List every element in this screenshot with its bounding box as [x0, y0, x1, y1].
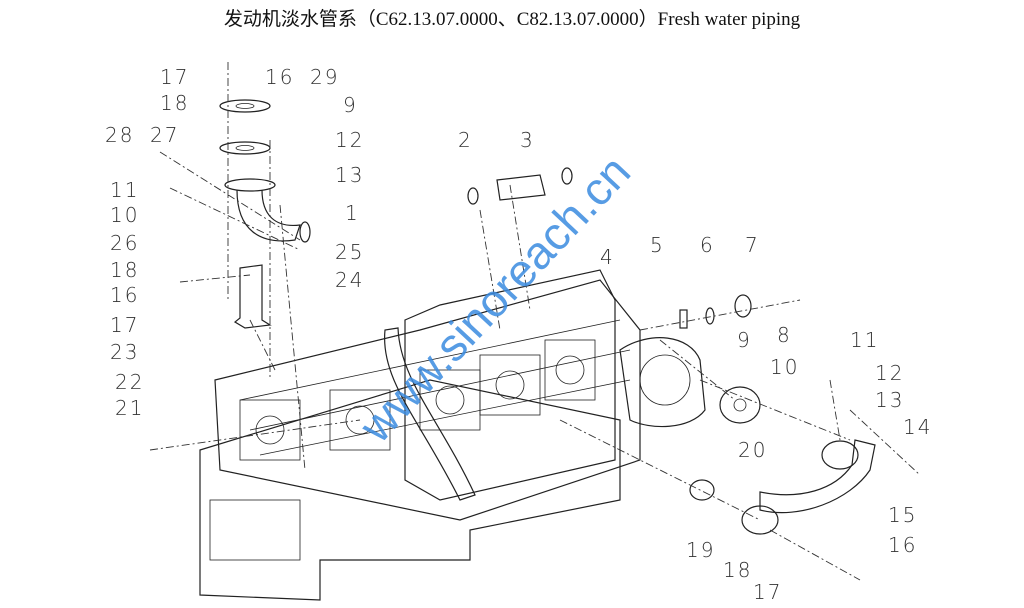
part-label: 9 — [737, 328, 752, 352]
part-label: 26 — [110, 231, 139, 255]
part-label: 22 — [115, 370, 144, 394]
pipe-parts — [219, 99, 876, 535]
center-lines — [149, 62, 921, 581]
part-label: 1 — [345, 201, 360, 225]
part-label: 18 — [110, 258, 139, 282]
part-label: 16 — [110, 283, 139, 307]
part-label: 14 — [903, 415, 932, 439]
part-label: 17 — [110, 313, 139, 337]
part-label: 16 — [888, 533, 917, 557]
part-label: 3 — [520, 128, 535, 152]
part-label: 6 — [700, 233, 715, 257]
part-label: 27 — [150, 123, 179, 147]
engine-block — [199, 269, 706, 601]
part-label: 28 — [105, 123, 134, 147]
part-label: 16 — [265, 65, 294, 89]
part-label: 21 — [115, 396, 144, 420]
part-label: 4 — [600, 245, 615, 269]
diagram-title: 发动机淡水管系（C62.13.07.0000、C82.13.07.0000）Fr… — [223, 9, 801, 30]
part-label: 12 — [875, 361, 904, 385]
part-label: 19 — [686, 538, 715, 562]
part-label: 29 — [310, 65, 339, 89]
part-label: 17 — [753, 580, 782, 604]
part-label: 18 — [160, 91, 189, 115]
part-label: 20 — [738, 438, 767, 462]
part-label: 11 — [850, 328, 879, 352]
part-label: 9 — [343, 93, 358, 117]
part-label: 25 — [335, 240, 364, 264]
part-label: 12 — [335, 128, 364, 152]
part-label: 5 — [650, 233, 665, 257]
part-label: 15 — [888, 503, 917, 527]
part-label: 11 — [110, 178, 139, 202]
watermark: www.sinoreach.cn — [349, 145, 641, 452]
part-label: 13 — [875, 388, 904, 412]
part-label: 17 — [160, 65, 189, 89]
part-label: 7 — [745, 233, 760, 257]
part-label: 24 — [335, 268, 364, 292]
part-label: 2 — [458, 128, 473, 152]
part-label: 23 — [110, 340, 139, 364]
part-label: 10 — [110, 203, 139, 227]
part-label: 13 — [335, 163, 364, 187]
part-label: 18 — [723, 558, 752, 582]
part-label: 8 — [777, 323, 792, 347]
part-label: 10 — [770, 355, 799, 379]
